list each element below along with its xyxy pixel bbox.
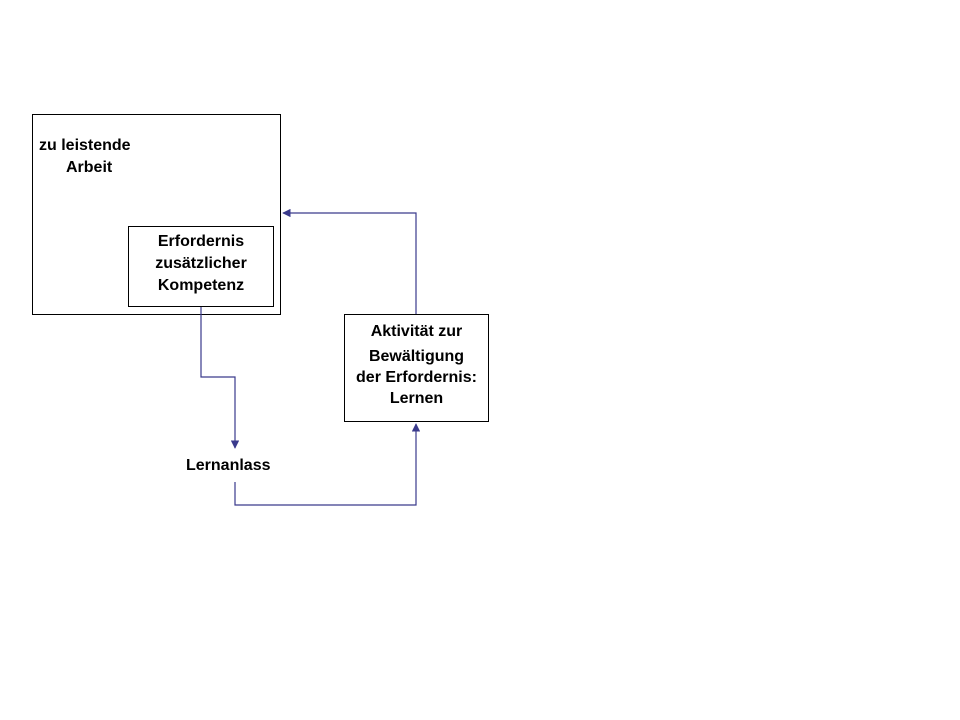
requirement-label-line2: zusätzlicher — [155, 255, 247, 272]
activity-label-line3: der Erfordernis: — [356, 369, 477, 386]
activity-label-line4: Lernen — [389, 390, 444, 407]
requirement-box — [128, 226, 274, 307]
work-label-line1: zu leistende — [39, 137, 131, 154]
activity-label-line2: Bewältigung — [368, 348, 465, 365]
work-label-line2: Arbeit — [66, 159, 113, 176]
requirement-label-line1: Erfordernis — [157, 233, 245, 250]
connector-activity-to-work — [282, 208, 417, 314]
requirement-label-line3: Kompetenz — [157, 277, 245, 294]
trigger-label: Lernanlass — [186, 457, 271, 474]
activity-label-line1: Aktivität zur — [370, 323, 463, 340]
connector-requirement-to-trigger — [200, 307, 240, 449]
activity-box — [344, 314, 489, 422]
